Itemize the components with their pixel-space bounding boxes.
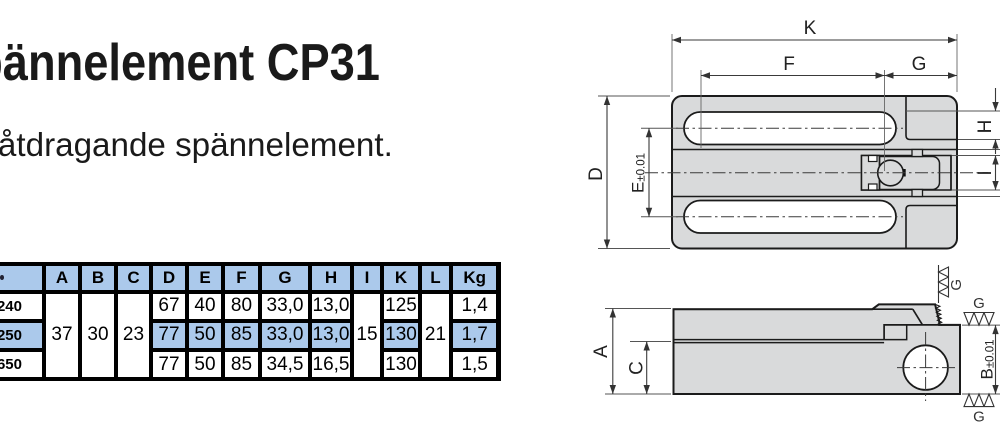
svg-text:H: H bbox=[975, 120, 996, 134]
svg-text:F: F bbox=[783, 54, 795, 75]
svg-text:A: A bbox=[591, 345, 612, 358]
svg-text:D: D bbox=[586, 167, 607, 181]
svg-text:G: G bbox=[973, 295, 985, 312]
svg-text:E±0.01: E±0.01 bbox=[629, 153, 648, 193]
svg-text:G: G bbox=[973, 409, 985, 426]
svg-text:G: G bbox=[948, 279, 965, 291]
svg-text:K: K bbox=[804, 18, 817, 39]
svg-text:I: I bbox=[975, 170, 996, 175]
svg-text:B±0.01: B±0.01 bbox=[978, 339, 997, 379]
svg-text:C: C bbox=[627, 361, 648, 375]
svg-text:G: G bbox=[912, 54, 927, 75]
